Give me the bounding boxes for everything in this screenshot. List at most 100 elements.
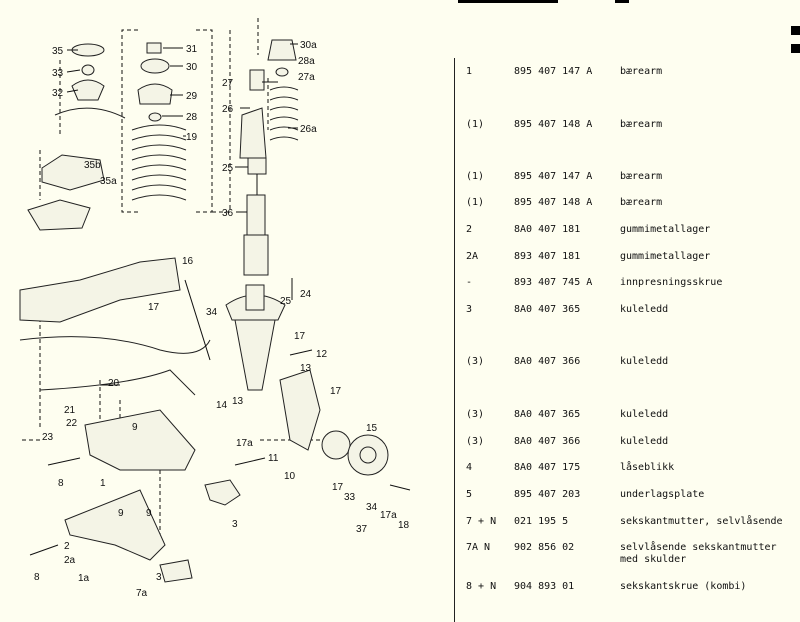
callout-label: 17a xyxy=(236,438,253,449)
part-number: 8A0 407 181 xyxy=(514,224,581,235)
part-number: 893 407 181 xyxy=(514,251,581,262)
part-number: 895 407 148 A xyxy=(514,197,593,208)
part-description: bærearm xyxy=(620,197,663,208)
position-number: (3) xyxy=(466,409,485,420)
callout-label: 32 xyxy=(52,88,64,99)
page-marker xyxy=(791,44,800,53)
callout-label: 33 xyxy=(344,492,356,503)
part-description: innpresningsskrue xyxy=(620,277,723,288)
part-number: 8A0 407 175 xyxy=(514,462,581,473)
part-description: sekskantmutter, selvlåsende xyxy=(620,516,783,527)
position-number: 7 + N xyxy=(466,516,497,527)
position-number: (1) xyxy=(466,171,485,182)
callout-label: 28a xyxy=(298,56,315,67)
callout-label: 8 xyxy=(34,572,40,583)
position-number: (1) xyxy=(466,197,485,208)
part-description: gummimetallager xyxy=(620,251,711,262)
callout-label: 17 xyxy=(332,482,344,493)
callout-label: 34 xyxy=(366,502,378,513)
part-description: gummimetallager xyxy=(620,224,711,235)
part-description: sekskantskrue (kombi) xyxy=(620,581,747,592)
callout-label: 27a xyxy=(298,72,315,83)
callout-label: 29 xyxy=(186,91,198,102)
callout-label: 1 xyxy=(100,478,106,489)
callout-label: 25 xyxy=(222,163,234,174)
part-description: kuleledd xyxy=(620,409,669,420)
position-number: 7A N xyxy=(466,542,491,553)
part-number: 895 407 203 xyxy=(514,489,581,500)
part-number: 8A0 407 365 xyxy=(514,409,581,420)
part-number: 895 407 147 A xyxy=(514,66,593,77)
part-description: kuleledd xyxy=(620,304,669,315)
position-number: (3) xyxy=(466,436,485,447)
exploded-suspension-diagram: 35 33 32 31 30 29 28 19 30a 28a 27 27a 2… xyxy=(19,18,411,599)
callout-label: 3 xyxy=(232,519,238,530)
callout-label: 10 xyxy=(284,471,296,482)
callout-label: 17 xyxy=(294,331,306,342)
position-number: 3 xyxy=(466,304,473,315)
callout-label: 13 xyxy=(300,363,312,374)
part-description: låseblikk xyxy=(620,462,675,473)
callout-label: 35b xyxy=(84,160,101,171)
header-rule xyxy=(458,0,558,3)
callout-label: 12 xyxy=(316,349,328,360)
header-rule xyxy=(615,0,629,3)
callout-label: 30a xyxy=(300,40,317,51)
position-number: (1) xyxy=(466,119,485,130)
position-number: (3) xyxy=(466,356,485,367)
position-number: 2 xyxy=(466,224,473,235)
position-number: 2A xyxy=(466,251,479,262)
callout-label: 33 xyxy=(52,68,64,79)
callout-label: 13 xyxy=(232,396,244,407)
callout-label: 26a xyxy=(300,124,317,135)
callout-label: 16 xyxy=(182,256,194,267)
callout-label: 17 xyxy=(330,386,342,397)
callout-label: 19 xyxy=(186,132,198,143)
callout-label: 31 xyxy=(186,44,198,55)
position-number: 8 + N xyxy=(466,581,497,592)
callout-label: 25 xyxy=(280,296,292,307)
callout-label: 36 xyxy=(222,208,234,219)
callout-label: 22 xyxy=(66,418,78,429)
callout-label: 18 xyxy=(398,520,410,531)
callout-label: 17a xyxy=(380,510,397,521)
callout-label: 9 xyxy=(132,422,138,433)
callout-label: 21 xyxy=(64,405,76,416)
position-number: 4 xyxy=(466,462,473,473)
callout-label: 27 xyxy=(222,78,234,89)
callout-label: 9 xyxy=(118,508,124,519)
callout-label: 7a xyxy=(136,588,148,599)
part-description: bærearm xyxy=(620,119,663,130)
callout-label: 24 xyxy=(300,289,312,300)
callout-label: 11 xyxy=(268,453,279,464)
callout-labels: 35 33 32 31 30 29 28 19 30a 28a 27 27a 2… xyxy=(34,40,410,599)
part-number: 902 856 02 xyxy=(514,542,575,553)
callout-label: 2a xyxy=(64,555,76,566)
position-number: - xyxy=(466,277,473,288)
callout-label: 26 xyxy=(222,104,234,115)
part-number: 021 195 5 xyxy=(514,516,569,527)
callout-label: 30 xyxy=(186,62,198,73)
callout-label: 35a xyxy=(100,176,117,187)
part-number: 8A0 407 366 xyxy=(514,356,581,367)
callout-label: 9 xyxy=(146,508,152,519)
callout-label: 8 xyxy=(58,478,64,489)
part-number: 8A0 407 366 xyxy=(514,436,581,447)
table-divider xyxy=(454,58,455,622)
callout-label: 1a xyxy=(78,573,90,584)
callout-label: 37 xyxy=(356,524,368,535)
part-description: bærearm xyxy=(620,66,663,77)
callout-label: 2 xyxy=(64,541,70,552)
callout-label: 28 xyxy=(186,112,198,123)
callout-label: 23 xyxy=(42,432,54,443)
part-number: 893 407 745 A xyxy=(514,277,593,288)
part-description: kuleledd xyxy=(620,356,669,367)
callout-label: 3 xyxy=(156,572,162,583)
callout-label: 34 xyxy=(206,307,218,318)
position-number: 1 xyxy=(466,66,473,77)
position-number: 5 xyxy=(466,489,473,500)
part-description: kuleledd xyxy=(620,436,669,447)
part-number: 895 407 147 A xyxy=(514,171,593,182)
